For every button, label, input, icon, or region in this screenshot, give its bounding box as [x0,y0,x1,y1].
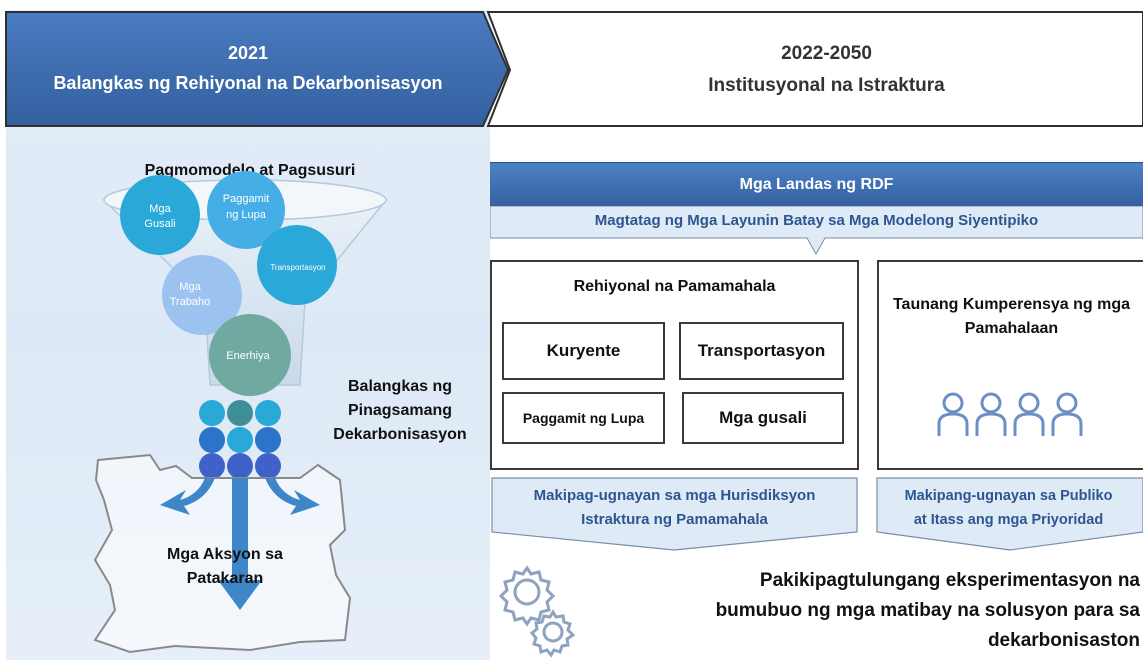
conference-box [877,260,1143,470]
header-right-text: 2022-2050 Institusyonal na Istraktura [510,38,1143,102]
bubble-label-enerhiya: Enerhiya [226,350,270,362]
actions-label-line-1: Mga Aksyon sa [167,546,283,563]
bubble-label-trabaho-1: Mga [179,281,201,293]
conference-title: Taunang Kumperensya ng mga Pamahalaan [892,296,1131,337]
header-left-text: 2021 Balangkas ng Rehiyonal na Dekarboni… [6,38,490,98]
funnel-title: Pagmomodelo at Pagsusuri [144,162,356,179]
box-transportasyon: Transportasyon [679,322,844,380]
framework-label-line-3: Dekarbonisasyon [333,426,467,443]
dot-grid [199,400,281,479]
bubble-label-lupa-2: ng Lupa [226,209,267,221]
bubble-label-transportasyon: Transportasyon [270,263,325,272]
bubble-enerhiya [209,314,291,396]
bubble-label-trabaho-2: Trabaho [170,296,211,308]
actions-label-line-2: Patakaran [186,570,264,587]
bubble-label-gusali-1: Mga [149,203,171,215]
header-left-shape [5,11,510,127]
governance-title: Rehiyonal na Pamamahala [573,278,776,295]
region-map [93,453,352,654]
governance-footer-line-1: Makipag-ugnayan sa mga Hurisdiksyon [533,487,816,504]
footer-chevrons [491,477,1143,551]
collaboration-line-3: dekarbonisaston [987,630,1140,651]
box-paggamit-ng-lupa: Paggamit ng Lupa [502,392,665,444]
box-kuryente: Kuryente [502,322,665,380]
rdf-subheader: Magtatag ng Mga Layunin Batay sa Mga Mod… [594,212,1039,229]
action-arrows [160,478,320,610]
collaboration-line-1: Pakikipagtulungang eksperimentasyon na [759,570,1140,591]
conference-footer-line-1: Makipang-ugnayan sa Publiko [904,488,1113,504]
actions-label: Mga Aksyon sa Patakaran [140,543,310,591]
funnel-graphic: Mga Gusali Paggamit ng Lupa Transportasy… [93,171,388,654]
conference-footer-line-2: at Itass ang mga Priyoridad [913,512,1104,528]
framework-label: Balangkas ng Pinagsamang Dekarbonisasyon [330,375,470,447]
header-chevrons [5,11,1143,127]
bubble-label-gusali-2: Gusali [144,218,175,230]
bubble-label-lupa-1: Paggamit [223,193,269,205]
framework-label-line-2: Pinagsamang [347,402,453,419]
rdf-subheader-shape [490,206,1143,256]
bubble-trabaho [162,255,242,335]
gears-icon [498,565,576,658]
header-right-shape [486,11,1143,127]
bubble-gusali [120,175,200,255]
governance-footer-line-2: Istraktura ng Pamamahala [581,511,768,528]
governance-footer: Makipag-ugnayan sa mga Hurisdiksyon Istr… [492,484,857,532]
header-left-title: Balangkas ng Rehiyonal na Dekarbonisasyo… [53,73,443,93]
rdf-header: Mga Landas ng RDF [490,162,1143,208]
header-left-year: 2021 [227,43,269,63]
people-icon [937,392,1083,436]
collaboration-text: Pakikipagtulungang eksperimentasyon na b… [590,566,1140,656]
governance-footer-shape [491,477,858,551]
bubble-lupa [207,171,285,249]
conference-footer: Makipang-ugnayan sa Publiko at Itass ang… [874,484,1143,532]
header-right-title: Institusyonal na Istraktura [708,75,945,96]
collaboration-line-2: bumubuo ng mga matibay na solusyon para … [715,600,1140,621]
box-mga-gusali: Mga gusali [682,392,844,444]
bubble-transportasyon [257,225,337,305]
framework-label-line-1: Balangkas ng [347,378,453,395]
conference-footer-shape [876,477,1143,551]
header-right-year: 2022-2050 [781,43,872,64]
